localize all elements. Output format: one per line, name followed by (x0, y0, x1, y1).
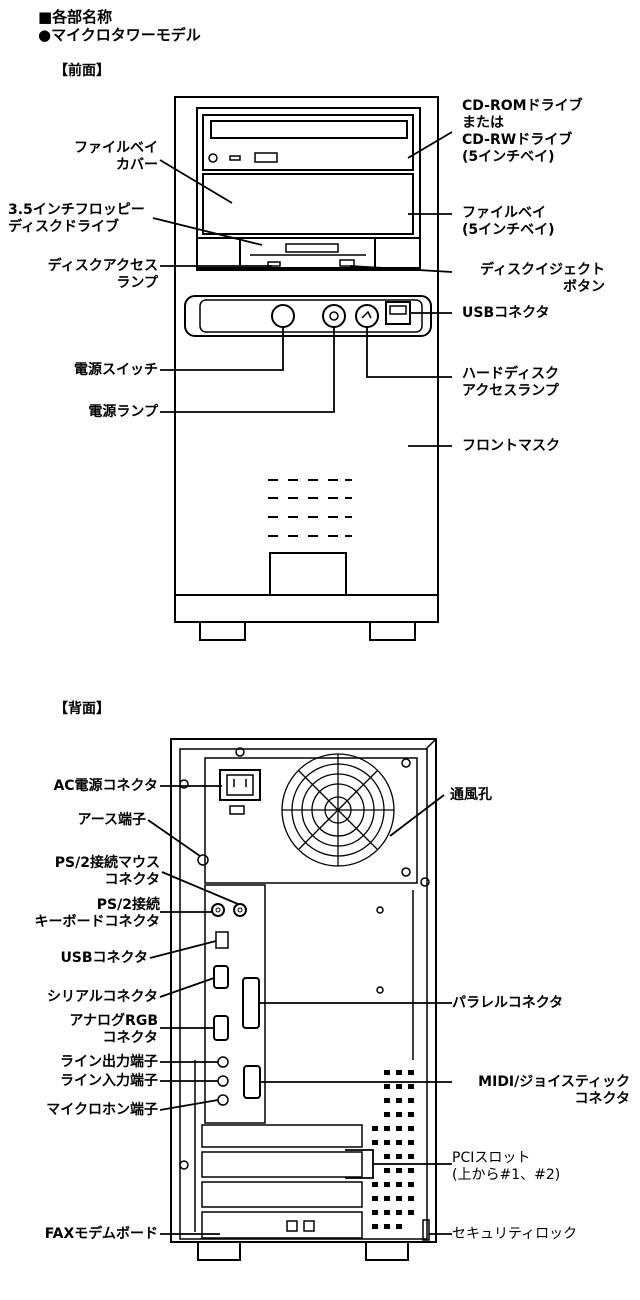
front-heading: 【前面】 (54, 63, 110, 79)
label-ps2-mouse: PS/2接続マウス コネクタ (54, 855, 160, 888)
label-power-switch: 電源スイッチ (74, 362, 158, 378)
label-microphone: マイクロホン端子 (46, 1102, 158, 1118)
model-title: ●マイクロタワーモデル (38, 26, 201, 44)
label-midi-joystick: MIDI/ジョイスティック コネクタ (478, 1074, 630, 1107)
label-line-out: ライン出力端子 (60, 1054, 158, 1070)
label-fax-modem-board: FAXモデムボード (44, 1226, 158, 1242)
label-ground-terminal: アース端子 (77, 812, 146, 828)
label-ps2-keyboard: PS/2接続 キーボードコネクタ (34, 897, 160, 930)
label-file-bay: ファイルベイ (5インチベイ) (462, 205, 555, 238)
front-case (174, 96, 439, 641)
fan-vent (281, 753, 395, 867)
label-disk-access-lamp: ディスクアクセス ランプ (47, 258, 158, 291)
label-vent: 通風孔 (450, 787, 492, 803)
rear-vent-holes (372, 1070, 414, 1229)
label-analog-rgb: アナログRGB コネクタ (69, 1013, 158, 1046)
rear-leaders (147, 785, 452, 1235)
label-parallel-connector: パラレルコネクタ (452, 995, 564, 1011)
ground-screw (197, 854, 209, 866)
ac-inlet (219, 769, 261, 801)
label-front-usb-connector: USBコネクタ (462, 305, 550, 321)
label-serial-connector: シリアルコネクタ (46, 989, 158, 1005)
label-floppy-drive: 3.5インチフロッピー ディスクドライブ (8, 202, 145, 235)
label-security-lock: セキュリティロック (452, 1226, 578, 1242)
power-switch (271, 304, 295, 328)
file-bay-cover (202, 173, 414, 235)
label-rear-usb-connector: USBコネクタ (60, 950, 148, 966)
label-file-bay-cover: ファイルベイ カバー (74, 140, 158, 173)
power-lamp (322, 304, 346, 328)
label-line-in: ライン入力端子 (60, 1073, 158, 1089)
floppy-drive (239, 237, 376, 271)
section-title: ■各部名称 (38, 8, 113, 26)
label-pci-slot: PCIスロット (上から#1、#2) (452, 1150, 561, 1183)
label-hdd-access-lamp: ハードディスク アクセスランプ (462, 366, 560, 399)
cdrom-drive (202, 114, 414, 171)
label-front-mask: フロントマスク (462, 438, 560, 454)
front-leaders (152, 131, 453, 447)
hdd-lamp (355, 304, 379, 328)
rear-case (170, 738, 437, 1261)
label-disk-eject-button: ディスクイジェクト ボタン (479, 262, 605, 295)
label-cdrom-drive: CD-ROMドライブ または CD-RWドライブ (5インチベイ) (462, 98, 583, 165)
label-power-lamp: 電源ランプ (88, 404, 158, 420)
label-ac-connector: AC電源コネクタ (53, 778, 158, 794)
front-panel-bar (184, 295, 432, 337)
rear-heading: 【背面】 (54, 701, 110, 717)
